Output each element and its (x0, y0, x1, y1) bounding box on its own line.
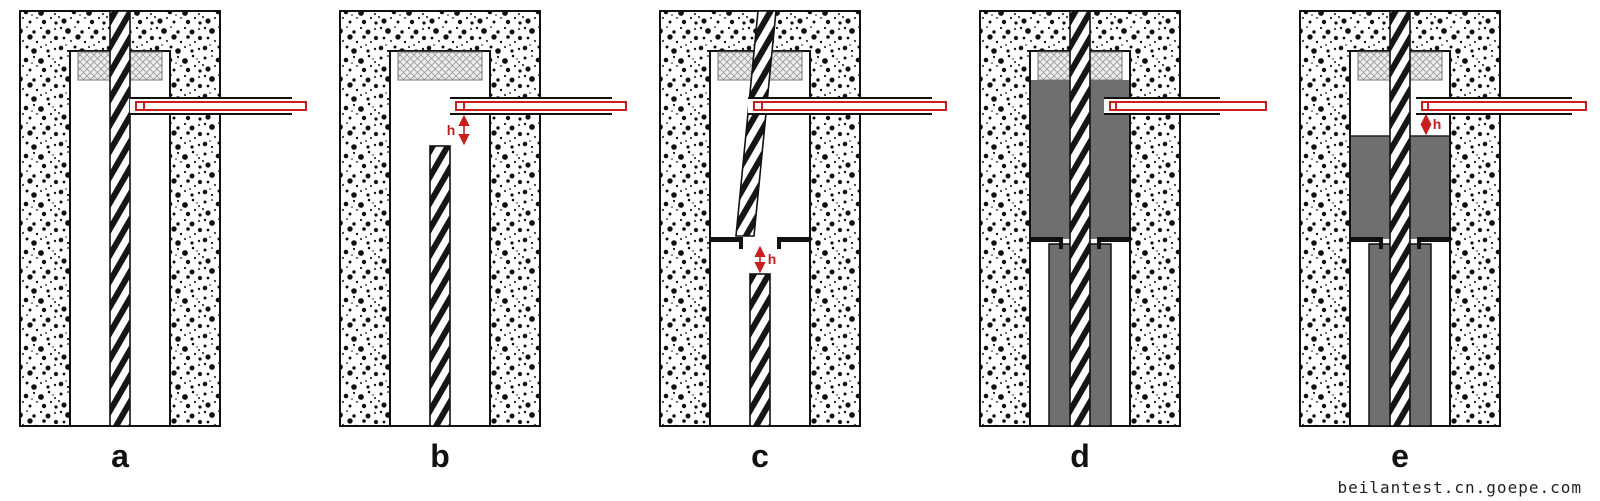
panel-d-figure (979, 10, 1267, 427)
probe (748, 97, 947, 115)
panel-e: h e (1290, 6, 1590, 501)
rebar (1389, 10, 1411, 427)
dimension-h: h (447, 114, 470, 146)
dimension-h: h (1420, 113, 1442, 136)
panel-label: b (430, 438, 450, 474)
panel-b: h b (330, 6, 630, 501)
sleeve-notch-right (777, 237, 809, 249)
probe-body (455, 101, 627, 111)
dimension-h: h (754, 245, 777, 274)
panel-label: c (751, 438, 769, 474)
probe-body (753, 101, 947, 111)
panel-a-figure (19, 10, 307, 427)
probe (130, 97, 307, 115)
probe-body (135, 101, 307, 111)
sleeve-notch-right (1417, 237, 1449, 249)
rebar-upper-tilted (735, 10, 777, 237)
rebar-lower (749, 273, 771, 427)
dimension-label: h (447, 122, 456, 138)
sleeve-notch-left (1031, 237, 1063, 249)
probe-body (1421, 101, 1587, 111)
sleeve-notch-right (1097, 237, 1129, 249)
rebar (109, 10, 131, 427)
panel-label: e (1391, 438, 1409, 474)
panel-c: h c (650, 6, 950, 501)
sleeve-notch-left (1351, 237, 1383, 249)
probe-body (1109, 101, 1267, 111)
probe (450, 97, 627, 115)
probe (1104, 97, 1267, 115)
panel-label: a (111, 438, 129, 474)
sleeve-notch-left (711, 237, 743, 249)
seal-crosshatch (397, 51, 483, 81)
panel-d: d (970, 6, 1270, 501)
rebar (429, 145, 451, 427)
dimension-label: h (768, 251, 777, 267)
panel-c-figure: h (659, 10, 947, 427)
panel-label: d (1070, 438, 1090, 474)
panel-a: a (10, 6, 310, 501)
watermark: beilantest.cn.goepe.com (1337, 478, 1582, 497)
rebar (1069, 10, 1091, 427)
probe (1416, 97, 1587, 115)
dimension-label: h (1433, 116, 1442, 132)
panel-b-figure: h (339, 10, 627, 427)
panel-e-figure: h (1299, 10, 1587, 427)
